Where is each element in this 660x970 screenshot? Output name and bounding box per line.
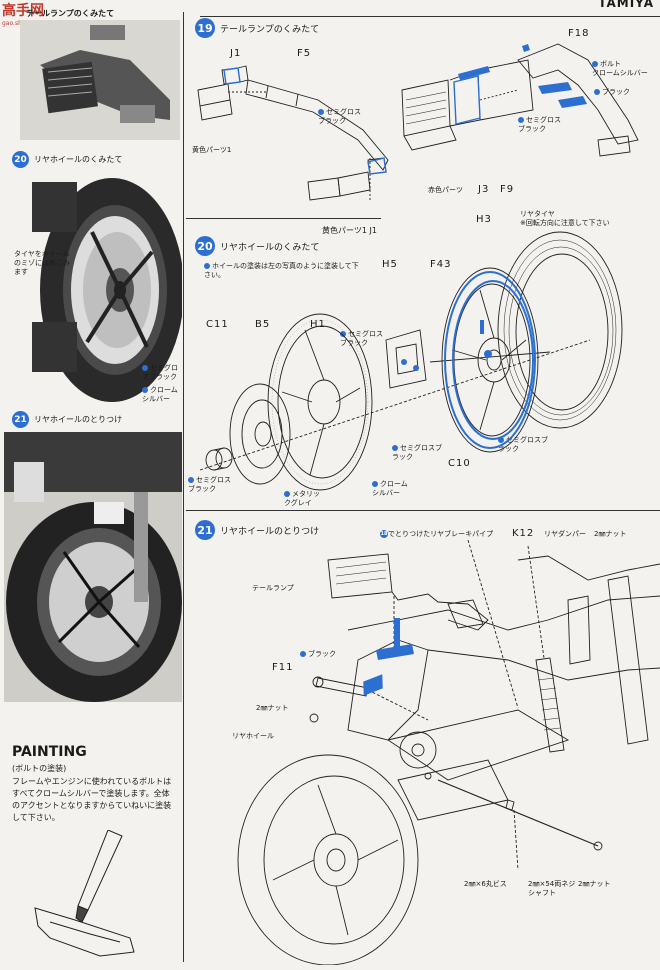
label-brake-pipe: 18でとりつけたリヤブレーキパイプ bbox=[380, 530, 494, 538]
paint-dot bbox=[142, 365, 148, 371]
wheel-mounting-photo bbox=[4, 432, 182, 702]
label-c10: C10 bbox=[448, 458, 471, 469]
step20-note: ホイールの塗装は左の写真のように塗装して下さい。 bbox=[204, 262, 359, 279]
step20-title: リヤホイールのくみたて bbox=[220, 243, 320, 253]
label-black-1: ブラック bbox=[594, 88, 630, 97]
paint-dot bbox=[340, 331, 346, 337]
label-bolt-chrome: ボルト クロームシルバー bbox=[592, 60, 648, 77]
brush-illustration bbox=[34, 830, 135, 957]
left-tail-lamp-caption: テールランプのくみたて bbox=[26, 9, 115, 18]
column-divider bbox=[183, 12, 184, 962]
label-nut-left: 2㎜ナット bbox=[256, 704, 289, 712]
label-metallic-gray: メタリックグレイ bbox=[284, 490, 320, 507]
label-f11: F11 bbox=[272, 662, 294, 673]
label-j3: J3 bbox=[478, 184, 490, 195]
divider-step20-21 bbox=[186, 510, 660, 511]
painting-heading: PAINTING bbox=[12, 744, 87, 760]
label-rear-damper: リヤダンパー bbox=[544, 530, 586, 538]
label-black: ブラック bbox=[300, 650, 336, 659]
paint-dot bbox=[142, 387, 148, 393]
paint-dot bbox=[300, 651, 306, 657]
label-semigloss-a: セミグロスブラック bbox=[340, 330, 383, 347]
left-step21-title: リヤホイールのとりつけ bbox=[34, 415, 123, 424]
paint-dot bbox=[498, 437, 504, 443]
step-ref-badge: 18 bbox=[380, 530, 388, 538]
label-semigloss-black-2: セミグロスブラック bbox=[518, 116, 561, 133]
paint-dot bbox=[284, 491, 290, 497]
bolt-painting-subheading: (ボルトの塗装) bbox=[12, 764, 67, 773]
paint-dot bbox=[318, 109, 324, 115]
painting-instructions: フレームやエンジンに使われているボルトはすべてクロームシルバーで塗装します。全体… bbox=[12, 777, 172, 822]
label-semigloss-d: セミグロスブラック bbox=[188, 476, 231, 493]
label-j1-top: J1 bbox=[230, 48, 242, 59]
label-f5: F5 bbox=[297, 48, 312, 59]
left-step20-badge: 20 bbox=[12, 151, 29, 168]
step20-badge: 20 bbox=[195, 236, 215, 256]
label-semigloss-c: セミグロスブラック bbox=[498, 436, 548, 453]
left-step20-title: リヤホイールのくみたて bbox=[34, 155, 123, 164]
callout-chrome-silver: クロームシルバー bbox=[142, 386, 178, 403]
label-screw: 2㎜×6丸ビス bbox=[464, 880, 507, 888]
site-logo-text: 高手网 bbox=[2, 3, 44, 19]
step21-title: リヤホイールのとりつけ bbox=[220, 527, 320, 537]
paint-dot bbox=[188, 477, 194, 483]
step19-badge: 19 bbox=[195, 18, 215, 38]
label-shaft: 2㎜×54両ネジ シャフト bbox=[528, 880, 576, 897]
label-yellow-part-j1: 黄色パーツ1 J1 bbox=[322, 226, 377, 235]
tyre-groove-note: タイヤをホイールのミゾにはめこみます bbox=[14, 250, 70, 276]
label-rear-wheel: リヤホイール bbox=[232, 732, 274, 740]
label-semigloss-b: セミグロスブラック bbox=[392, 444, 442, 461]
label-f9: F9 bbox=[500, 184, 515, 195]
label-red-part: 赤色パーツ bbox=[428, 186, 463, 194]
label-semigloss-black-1: セミグロスブラック bbox=[318, 108, 361, 125]
label-f43: F43 bbox=[430, 259, 452, 270]
label-nut-bottom: 2㎜ナット bbox=[578, 880, 611, 888]
tail-lamp-photo bbox=[20, 20, 180, 140]
left-step21-badge: 21 bbox=[12, 411, 29, 428]
callout-semigloss-black: セミグロスブラック bbox=[142, 364, 178, 381]
step19-top-line bbox=[200, 16, 660, 17]
step21-badge: 21 bbox=[195, 520, 215, 540]
label-h5: H5 bbox=[382, 259, 398, 270]
tail-lamp-assembly-diagram bbox=[197, 43, 639, 201]
paint-dot bbox=[372, 481, 378, 487]
divider-step19-20 bbox=[186, 218, 381, 219]
label-tail-lamp: テールランプ bbox=[252, 584, 294, 592]
label-k12: K12 bbox=[512, 528, 535, 539]
paint-dot bbox=[518, 117, 524, 123]
label-chrome-silver: クロームシルバー bbox=[372, 480, 408, 497]
brand-logo: TAMIYA bbox=[598, 0, 654, 10]
rear-wheel-photo bbox=[12, 172, 182, 412]
label-yellow-part: 黄色パーツ1 bbox=[192, 146, 232, 154]
label-rear-tyre: リヤタイヤ ※回転方向に注意して下さい bbox=[520, 210, 610, 227]
step19-title: テールランプのくみたて bbox=[220, 25, 320, 35]
label-f18: F18 bbox=[568, 28, 590, 39]
label-h1: H1 bbox=[310, 319, 326, 330]
rear-wheel-exploded-diagram bbox=[199, 231, 623, 491]
label-b5: B5 bbox=[255, 319, 271, 330]
paint-dot bbox=[204, 263, 210, 269]
label-nut-top: 2㎜ナット bbox=[594, 530, 627, 538]
label-c11: C11 bbox=[206, 319, 229, 330]
paint-dot bbox=[592, 61, 598, 67]
label-h3: H3 bbox=[476, 214, 492, 225]
paint-dot bbox=[392, 445, 398, 451]
rear-wheel-mounting-diagram bbox=[237, 540, 660, 965]
paint-dot bbox=[594, 89, 600, 95]
